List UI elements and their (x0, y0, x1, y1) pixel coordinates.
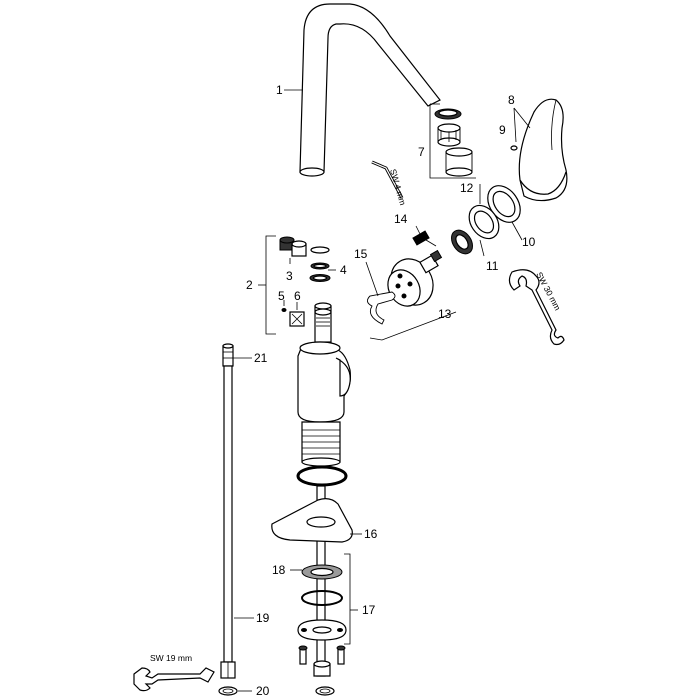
label-5: 5 (278, 289, 285, 303)
aerator-set-part (429, 103, 476, 179)
clip-part (365, 261, 396, 325)
label-18: 18 (272, 563, 286, 577)
hex-key-size-label: SW 4 mm (388, 168, 408, 207)
supply-hose-part (220, 343, 254, 679)
mixer-body-part (297, 302, 351, 467)
fixing-set-group (290, 553, 358, 677)
small-parts-group (258, 235, 336, 335)
stabilizer-plate-part (271, 498, 362, 543)
label-16: 16 (364, 527, 378, 541)
wrench-30-size-label: SW 30 mm (534, 270, 563, 312)
label-6: 6 (294, 289, 301, 303)
hex-key-tool (371, 160, 404, 199)
label-8: 8 (508, 93, 515, 107)
label-15: 15 (354, 247, 368, 261)
label-19: 19 (256, 611, 270, 625)
lever-handle-part (510, 98, 568, 202)
washer-part (218, 686, 335, 696)
screw-part (412, 225, 437, 247)
label-12: 12 (460, 181, 474, 195)
label-11: 11 (486, 259, 499, 273)
o-ring-part (296, 465, 348, 487)
label-20: 20 (256, 684, 270, 698)
label-10: 10 (522, 235, 536, 249)
label-2: 2 (246, 278, 253, 292)
wrench-19-size-label: SW 19 mm (150, 653, 192, 663)
label-17: 17 (362, 603, 376, 617)
label-7: 7 (418, 145, 425, 159)
label-13: 13 (438, 307, 452, 321)
wrench-30-tool (508, 269, 565, 346)
label-3: 3 (286, 269, 293, 283)
label-4: 4 (340, 263, 347, 277)
label-14: 14 (394, 212, 408, 226)
spout-part (284, 3, 441, 177)
label-1: 1 (276, 83, 283, 97)
label-9: 9 (499, 123, 506, 137)
ring-part (451, 229, 473, 255)
nut-part (468, 184, 500, 257)
cartridge-part (369, 249, 457, 341)
callout-labels: 1 2 3 4 5 6 7 8 9 10 11 12 13 14 15 16 1… (246, 83, 536, 698)
wrench-19-tool (133, 667, 215, 692)
label-21: 21 (254, 351, 268, 365)
